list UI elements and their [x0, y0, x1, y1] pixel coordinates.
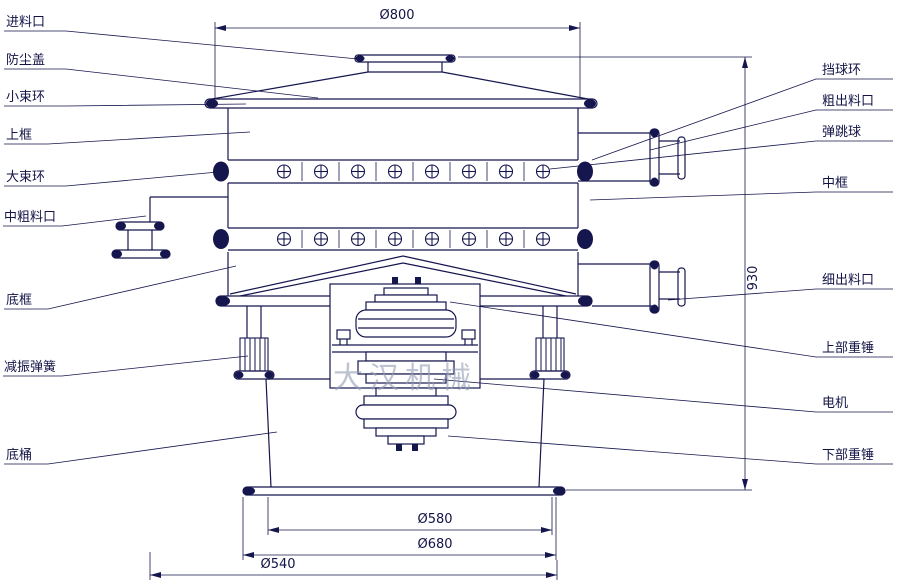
label-damping-spring-text: 减振弹簧: [4, 359, 56, 375]
dimension-diameter-580: Ø580: [267, 497, 553, 535]
dust-cover: [211, 71, 589, 100]
dim-680-text: Ø680: [417, 537, 452, 552]
label-upper-frame-text: 上框: [6, 128, 32, 143]
label-large-clamp-ring-text: 大束环: [6, 170, 45, 185]
watermark-text: 大汉机械: [333, 361, 477, 396]
label-dust-cover: 防尘盖: [4, 52, 319, 99]
label-bouncing-ball: 弹跳球: [549, 125, 893, 170]
dimension-height-930: 930: [458, 56, 761, 491]
motor-body: [332, 329, 478, 384]
dim-800-text: Ø800: [379, 8, 414, 23]
label-feed-inlet: 进料口: [4, 15, 359, 60]
small-clamp-ring: [204, 98, 598, 109]
label-bottom-frame: 底框: [4, 265, 237, 310]
label-large-clamp-ring: 大束环: [4, 170, 219, 187]
dimension-diameter-540: Ø540: [149, 552, 558, 580]
label-fine-outlet-text: 细出料口: [822, 273, 874, 288]
label-dust-cover-text: 防尘盖: [6, 52, 45, 68]
label-damping-spring: 减振弹簧: [3, 355, 249, 377]
middle-frame: [227, 183, 579, 228]
label-middle-frame-text: 中框: [822, 176, 848, 191]
dimension-diameter-680: Ø680: [242, 497, 557, 560]
label-motor: 电机: [433, 378, 893, 413]
label-fine-outlet: 细出料口: [667, 273, 893, 301]
labels-left: 进料口 防尘盖 小束环 上框 大束环 中粗料口 底框 减振弹簧: [3, 15, 359, 465]
label-lower-weight-text: 下部重锤: [822, 447, 874, 463]
upper-frame: [227, 108, 579, 160]
label-bottom-barrel: 底桶: [4, 431, 278, 465]
upper-weight: [355, 287, 457, 338]
label-lower-weight: 下部重锤: [447, 435, 893, 465]
label-middle-frame: 中框: [589, 176, 893, 201]
feed-inlet: [354, 54, 456, 72]
mid-coarse-outlet: [111, 196, 228, 259]
motor-assembly: [329, 277, 481, 451]
label-upper-weight-text: 上部重锤: [822, 340, 874, 356]
label-mid-coarse-outlet-text: 中粗料口: [4, 210, 56, 225]
labels-right: 挡球环 粗出料口 弹跳球 中框 细出料口 上部重锤 电机 下部重锤: [433, 63, 893, 465]
bottom-frame: [227, 252, 579, 297]
label-upper-weight: 上部重锤: [449, 301, 893, 358]
dim-580-text: Ø580: [417, 512, 452, 527]
bottom-barrel: [242, 378, 566, 496]
machine-drawing: [111, 54, 686, 496]
label-small-clamp-ring-text: 小束环: [6, 90, 45, 105]
label-mid-coarse-outlet: 中粗料口: [3, 210, 147, 227]
label-motor-text: 电机: [822, 396, 848, 411]
label-bottom-frame-text: 底框: [6, 292, 32, 308]
dim-930-text: 930: [746, 266, 761, 291]
spring-right: [529, 306, 571, 380]
label-bouncing-ball-text: 弹跳球: [822, 125, 861, 140]
lower-weight: [355, 387, 457, 451]
label-small-clamp-ring: 小束环: [4, 90, 247, 107]
dimension-diameter-800: Ø800: [214, 8, 581, 98]
dim-540-text: Ø540: [260, 557, 295, 572]
label-ball-stop-ring-text: 挡球环: [822, 63, 861, 78]
screen-deck-lower: [213, 227, 593, 251]
dimensions: Ø800 930 Ø580 Ø680: [149, 8, 761, 580]
label-coarse-outlet: 粗出料口: [649, 94, 893, 151]
coarse-outlet: [578, 128, 686, 187]
label-upper-frame: 上框: [4, 128, 251, 145]
fine-outlet: [578, 260, 686, 314]
label-coarse-outlet-text: 粗出料口: [822, 94, 874, 109]
label-bottom-barrel-text: 底桶: [6, 447, 32, 463]
label-feed-inlet-text: 进料口: [6, 15, 45, 30]
spring-left: [233, 306, 275, 380]
screen-deck-upper: [213, 159, 593, 184]
label-ball-stop-ring: 挡球环: [591, 63, 893, 161]
